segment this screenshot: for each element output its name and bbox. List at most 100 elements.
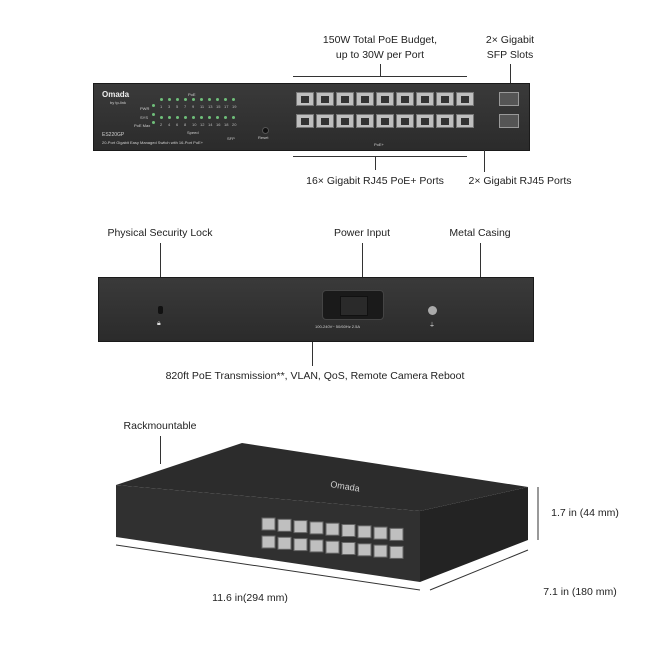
rj45-port xyxy=(309,539,324,553)
metal-casing-callout: Metal Casing xyxy=(449,227,511,239)
status-led xyxy=(152,113,155,116)
rj45-port[interactable] xyxy=(456,114,474,128)
rj45-port xyxy=(357,525,372,539)
port-led xyxy=(176,98,179,101)
features-callout: 820ft PoE Transmission**, VLAN, QoS, Rem… xyxy=(165,370,465,382)
rj45-port[interactable] xyxy=(296,114,314,128)
sfp-slot[interactable] xyxy=(499,92,519,106)
led-port-number: 12 xyxy=(200,122,205,127)
port-led xyxy=(160,116,163,119)
rj45-port xyxy=(261,535,276,549)
rj45-port[interactable] xyxy=(376,92,394,106)
port-led xyxy=(216,116,219,119)
rj45-port[interactable] xyxy=(356,92,374,106)
port-led xyxy=(216,98,219,101)
callout-line xyxy=(160,243,161,305)
device-top xyxy=(116,443,528,511)
top-logo: Omada xyxy=(330,479,361,493)
callout-line xyxy=(293,76,467,77)
rj45-port[interactable] xyxy=(396,92,414,106)
led-port-number: 10 xyxy=(192,122,197,127)
led-port-number: 14 xyxy=(208,122,213,127)
rj45-port xyxy=(357,543,372,557)
rj45-port[interactable] xyxy=(436,92,454,106)
led-port-number: 8 xyxy=(184,122,187,127)
rj45-ports-callout: 2× Gigabit RJ45 Ports xyxy=(468,175,572,187)
reset-button[interactable] xyxy=(262,127,269,134)
rj45-port[interactable] xyxy=(316,92,334,106)
security-lock-slot xyxy=(158,306,163,314)
callout-line xyxy=(484,150,485,172)
led-port-number: 13 xyxy=(208,104,213,109)
port-led xyxy=(192,116,195,119)
led-port-number: 2 xyxy=(160,122,163,127)
rj45-port xyxy=(325,522,340,536)
rj45-port xyxy=(341,542,356,555)
device-side xyxy=(420,487,528,582)
rackmountable-callout: Rackmountable xyxy=(123,420,197,432)
rj45-port[interactable] xyxy=(376,114,394,128)
callout-line xyxy=(362,243,363,291)
depth-dimension: 7.1 in (180 mm) xyxy=(543,586,617,598)
port-led xyxy=(224,116,227,119)
rj45-port xyxy=(293,520,308,534)
rj45-port[interactable] xyxy=(436,114,454,128)
poe-ports-callout: 16× Gigabit RJ45 PoE+ Ports xyxy=(306,175,444,187)
ground-screw xyxy=(428,306,437,315)
status-led xyxy=(152,104,155,107)
led-port-number: 17 xyxy=(224,104,229,109)
rj45-port xyxy=(341,524,356,537)
port-led xyxy=(232,116,235,119)
rj45-port[interactable] xyxy=(336,114,354,128)
port-led xyxy=(160,98,163,101)
port-led xyxy=(200,116,203,119)
rear-panel: 🔒︎ 100-240V~ 50/60Hz 2.5A ⏚ xyxy=(98,277,534,342)
height-dimension: 1.7 in (44 mm) xyxy=(551,507,619,519)
rj45-port[interactable] xyxy=(316,114,334,128)
led-port-number: 19 xyxy=(232,104,237,109)
rj45-port[interactable] xyxy=(456,92,474,106)
rj45-port xyxy=(277,536,292,550)
rj45-port[interactable] xyxy=(416,92,434,106)
led-port-number: 9 xyxy=(192,104,195,109)
port-led xyxy=(208,116,211,119)
port-led xyxy=(168,116,171,119)
port-led xyxy=(232,98,235,101)
device-front xyxy=(116,485,420,582)
rj45-port[interactable] xyxy=(396,114,414,128)
rj45-port xyxy=(389,545,404,559)
port-led xyxy=(208,98,211,101)
rj45-port xyxy=(261,517,276,531)
rj45-port xyxy=(325,540,340,554)
sfp-slot[interactable] xyxy=(499,114,519,128)
rj45-port xyxy=(373,544,388,558)
led-port-number: 5 xyxy=(176,104,179,109)
front-panel: Omada by tp-link PWR SYS PoE Max PoE Spe… xyxy=(93,83,530,151)
led-port-number: 15 xyxy=(216,104,221,109)
poe-budget-callout: 150W Total PoE Budget, up to 30W per Por… xyxy=(322,34,438,61)
led-port-number: 4 xyxy=(168,122,171,127)
callout-line xyxy=(293,156,467,157)
status-led xyxy=(152,121,155,124)
port-led xyxy=(184,116,187,119)
led-port-number: 1 xyxy=(160,104,163,109)
callout-line xyxy=(480,243,481,277)
callout-line xyxy=(160,436,161,464)
sfp-callout: 2× Gigabit SFP Slots xyxy=(485,34,535,61)
rj45-port xyxy=(277,518,292,532)
callout-line xyxy=(375,156,376,170)
rj45-port[interactable] xyxy=(416,114,434,128)
callout-line xyxy=(380,64,381,76)
port-led xyxy=(168,98,171,101)
callout-line xyxy=(510,64,511,88)
led-port-number: 16 xyxy=(216,122,221,127)
rj45-port[interactable] xyxy=(296,92,314,106)
led-port-number: 6 xyxy=(176,122,179,127)
port-led xyxy=(200,98,203,101)
brand-logo: Omada xyxy=(102,90,130,99)
rj45-port[interactable] xyxy=(336,92,354,106)
rj45-port[interactable] xyxy=(356,114,374,128)
port-led xyxy=(224,98,227,101)
lock-icon: 🔒︎ xyxy=(157,320,161,327)
